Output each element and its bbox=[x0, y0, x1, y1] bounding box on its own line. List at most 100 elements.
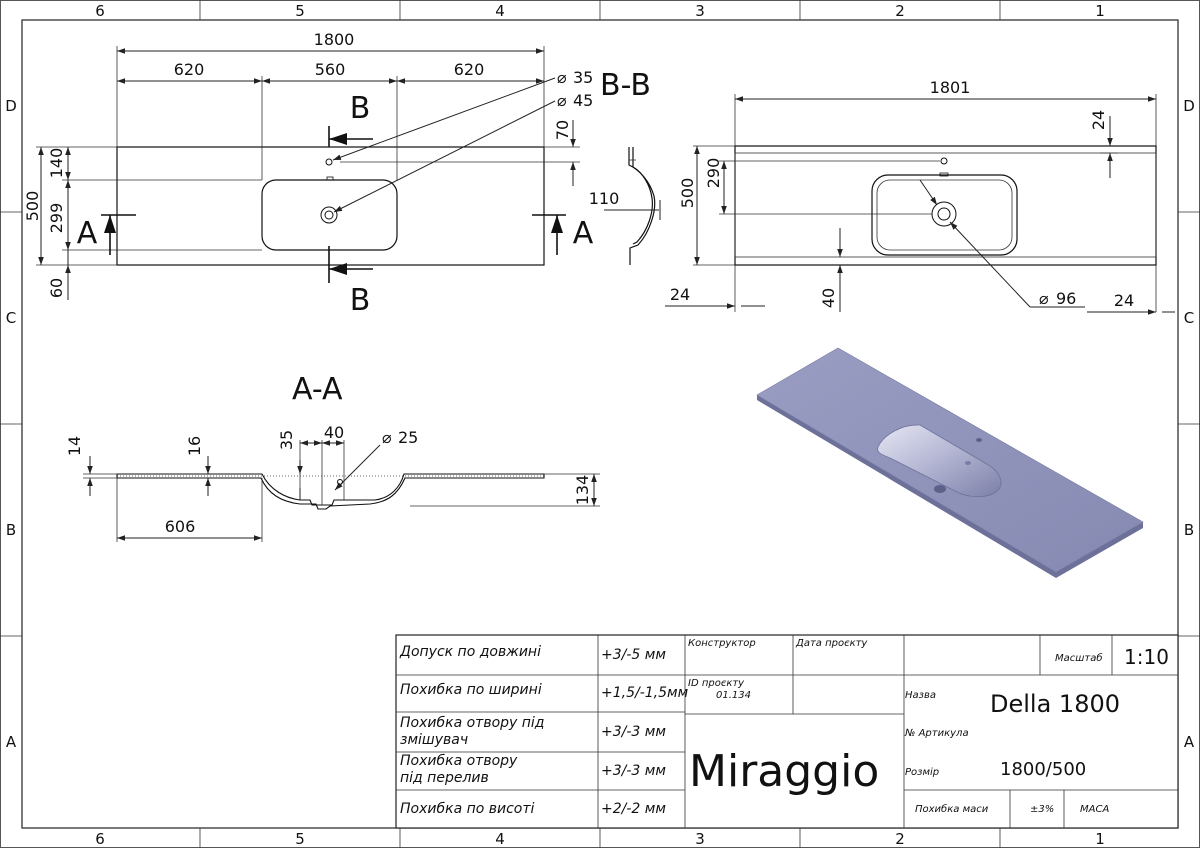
brand-logo-text: Miraggio bbox=[689, 746, 879, 797]
tol-width-value: +1,5/-1,5мм bbox=[601, 685, 689, 701]
dim-aa-16: 16 bbox=[185, 436, 204, 456]
dim-bowl-width: 560 bbox=[315, 60, 346, 79]
frame-col-top-1: 1 bbox=[1095, 2, 1105, 20]
project-id-value: 01.134 bbox=[716, 690, 751, 701]
svg-text:⌀: ⌀ bbox=[1039, 289, 1049, 308]
dim-overall-width: 1800 bbox=[314, 30, 355, 49]
svg-text:⌀: ⌀ bbox=[557, 91, 567, 110]
tol-height-value: +2/-2 мм bbox=[601, 801, 666, 817]
tol-overflow-label-2: під перелив bbox=[400, 770, 489, 786]
dim-aa-35: 35 bbox=[277, 430, 296, 450]
dim-right-offset: 620 bbox=[454, 60, 485, 79]
section-b-b-title: B-B bbox=[600, 68, 651, 103]
tol-width-label: Похибка по ширині bbox=[400, 682, 542, 698]
section-marker-b-top: B bbox=[350, 91, 371, 126]
title-block: Допуск по довжині +3/-5 мм Похибка по ши… bbox=[395, 634, 1179, 829]
detail-top-view: 1801 500 290 24 24 40 24 ⌀ 96 bbox=[665, 78, 1175, 315]
frame-col-bottom-4: 4 bbox=[495, 830, 505, 848]
tol-overflow-value: +3/-3 мм bbox=[601, 763, 666, 779]
frame-row-right-b: B bbox=[1184, 521, 1194, 539]
section-marker-b-bottom: B bbox=[350, 283, 371, 318]
detail-faucet-hole bbox=[940, 157, 948, 165]
render-bowl bbox=[877, 424, 1002, 498]
faucet-hole bbox=[325, 158, 333, 166]
dim-hole-35: 35 bbox=[573, 68, 593, 87]
scale-value: 1:10 bbox=[1124, 645, 1169, 669]
section-b-b-profile bbox=[628, 147, 656, 265]
mass-label: МАСА bbox=[1080, 804, 1109, 815]
frame-col-bottom-1: 1 bbox=[1095, 830, 1105, 848]
frame-col-top-5: 5 bbox=[295, 2, 305, 20]
detail-drain-inner bbox=[937, 207, 951, 221]
project-id-label: ID проєкту bbox=[688, 678, 745, 689]
dim-60: 60 bbox=[47, 278, 66, 298]
designer-label: Конструктор bbox=[688, 638, 756, 649]
tol-mixer-label-1: Похибка отвору під bbox=[400, 715, 544, 731]
tol-length-value: +3/-5 мм bbox=[601, 647, 666, 663]
detail-drain-outer bbox=[931, 201, 957, 227]
dim-left-offset: 620 bbox=[174, 60, 205, 79]
dim-70: 70 bbox=[553, 120, 572, 140]
dim-detail-24-top: 24 bbox=[1089, 110, 1108, 130]
name-label: Назва bbox=[905, 690, 936, 701]
dim-aa-14: 14 bbox=[65, 436, 84, 456]
dim-detail-40: 40 bbox=[819, 288, 838, 308]
mass-tol-label: Похибка маси bbox=[915, 803, 989, 815]
date-label: Дата проєкту bbox=[795, 638, 868, 649]
frame-col-bottom-5: 5 bbox=[295, 830, 305, 848]
dim-depth-110: 110 bbox=[589, 189, 620, 208]
dim-detail-1801: 1801 bbox=[930, 78, 971, 97]
frame-col-bottom-2: 2 bbox=[895, 830, 905, 848]
frame-row-left-d: D bbox=[5, 97, 17, 115]
drain-hole-inner bbox=[324, 210, 334, 220]
product-name: Della 1800 bbox=[990, 690, 1120, 718]
frame-row-left-a: A bbox=[6, 733, 17, 751]
frame-col-top-4: 4 bbox=[495, 2, 505, 20]
dim-detail-24-left: 24 bbox=[670, 285, 690, 304]
tol-height-label: Похибка по висоті bbox=[400, 801, 535, 817]
dim-aa-40: 40 bbox=[324, 423, 344, 442]
dim-hole-45: 45 bbox=[573, 91, 593, 110]
tol-mixer-value: +3/-3 мм bbox=[601, 724, 666, 740]
frame-col-top-2: 2 bbox=[895, 2, 905, 20]
dim-detail-24-right: 24 bbox=[1114, 291, 1134, 310]
dim-aa-hole-25: 25 bbox=[398, 428, 418, 447]
section-a-a-profile bbox=[116, 473, 545, 510]
frame-row-right-a: A bbox=[1184, 733, 1195, 751]
detail-bowl-inner bbox=[876, 179, 1013, 251]
section-a-a: A-A 14 16 35 40 60 bbox=[65, 372, 600, 542]
svg-text:⌀: ⌀ bbox=[557, 68, 567, 87]
frame-row-left-b: B bbox=[6, 521, 16, 539]
frame-col-bottom-3: 3 bbox=[695, 830, 705, 848]
dim-aa-606: 606 bbox=[165, 517, 196, 536]
mass-tol-value: ±3% bbox=[1030, 804, 1054, 815]
drain-hole-outer bbox=[320, 206, 338, 224]
dim-detail-290: 290 bbox=[704, 158, 723, 189]
dim-depth-500: 500 bbox=[23, 191, 42, 222]
section-marker-a-left: A bbox=[77, 216, 98, 251]
size-label: Розмір bbox=[905, 766, 939, 778]
top-view: 1800 620 560 620 500 140 299 60 70 ⌀ 35 … bbox=[23, 30, 594, 318]
section-marker-a-right: A bbox=[573, 216, 594, 251]
sink-3d-render bbox=[756, 347, 1144, 578]
scale-label: Масштаб bbox=[1055, 652, 1103, 664]
dim-299: 299 bbox=[47, 203, 66, 234]
article-label: № Артикула bbox=[904, 728, 969, 739]
dim-detail-500: 500 bbox=[678, 178, 697, 209]
product-size: 1800/500 bbox=[1000, 759, 1086, 780]
tol-length-label: Допуск по довжині bbox=[399, 644, 541, 660]
frame-col-bottom-6: 6 bbox=[95, 830, 105, 848]
frame-col-top-3: 3 bbox=[695, 2, 705, 20]
tol-mixer-label-2: змішувач bbox=[400, 732, 468, 748]
frame-col-top-6: 6 bbox=[95, 2, 105, 20]
dim-140: 140 bbox=[47, 148, 66, 179]
frame-row-right-d: D bbox=[1183, 97, 1195, 115]
dim-drain-96: 96 bbox=[1056, 289, 1076, 308]
frame-row-left-c: C bbox=[6, 309, 16, 327]
frame-row-right-c: C bbox=[1184, 309, 1194, 327]
top-view-outline bbox=[116, 146, 545, 266]
section-a-a-title: A-A bbox=[292, 372, 343, 407]
svg-text:⌀: ⌀ bbox=[382, 428, 392, 447]
section-b-b: B-B 110 bbox=[589, 68, 661, 265]
